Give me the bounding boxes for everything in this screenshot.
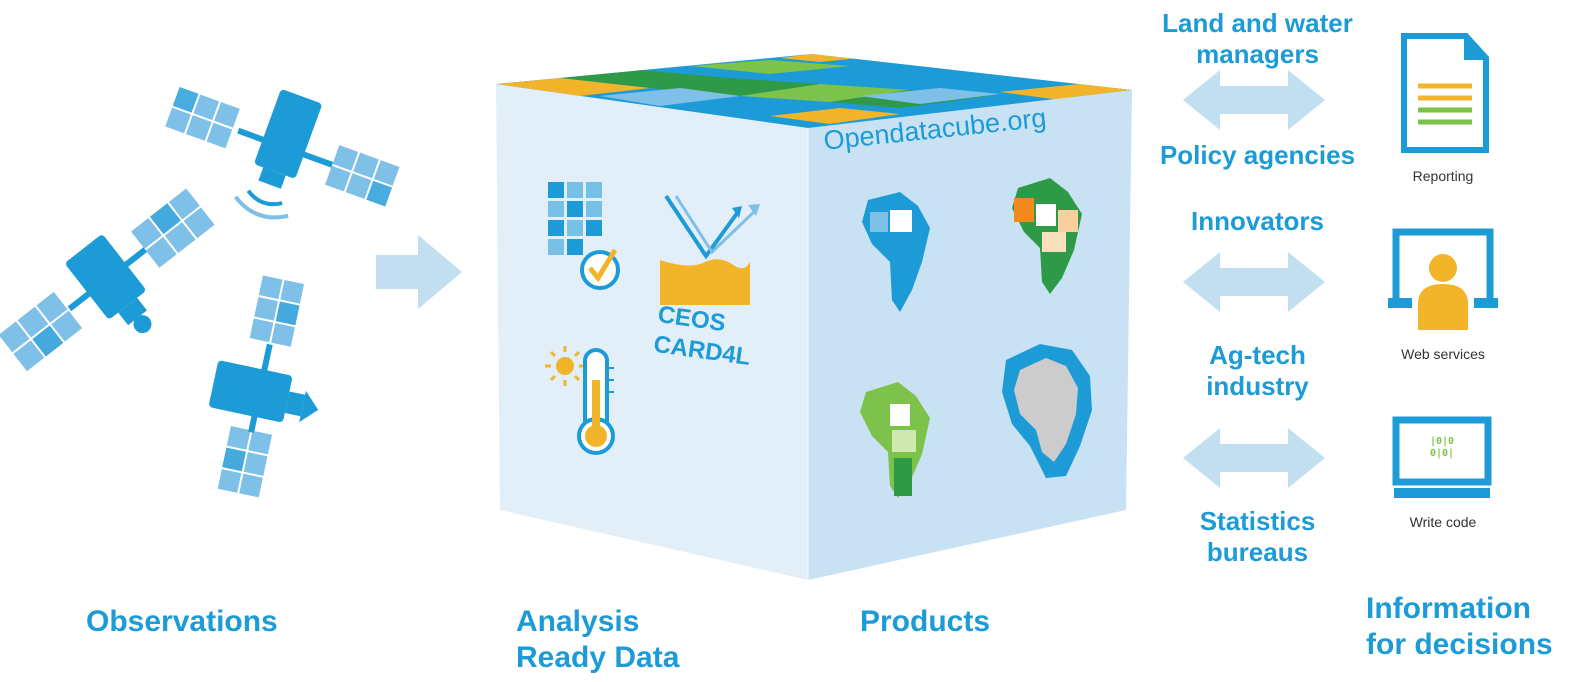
user-group-line-2: managers bbox=[1196, 39, 1319, 70]
user-group-agtech: Ag-tech industry bbox=[1145, 340, 1370, 402]
user-group-statistics: Statistics bureaus bbox=[1145, 506, 1370, 568]
africa-map-icon bbox=[860, 382, 930, 498]
user-group-line-2: industry bbox=[1206, 371, 1309, 402]
user-group-innovators: Innovators bbox=[1145, 206, 1370, 237]
bidirectional-arrow-icon bbox=[1183, 252, 1325, 312]
output-caption-web-services: Web services bbox=[1401, 346, 1485, 362]
cube-top-grid bbox=[496, 54, 1132, 124]
user-group-line-1: Statistics bbox=[1199, 506, 1316, 536]
laptop-code-icon bbox=[1392, 416, 1492, 498]
user-group-line-1: Ag-tech bbox=[1209, 340, 1306, 370]
stage-line-2: Ready Data bbox=[516, 641, 680, 674]
satellite-icon bbox=[209, 275, 319, 498]
user-group-policy: Policy agencies bbox=[1145, 140, 1370, 171]
satellite-icon bbox=[165, 86, 400, 220]
satellite-icon bbox=[0, 188, 215, 372]
stage-information-for-decisions: Information for decisions bbox=[1366, 591, 1553, 663]
output-caption-write-code: Write code bbox=[1409, 514, 1477, 530]
stage-analysis-ready-data: Analysis Ready Data bbox=[516, 604, 679, 676]
document-icon bbox=[1401, 33, 1489, 153]
user-group-line-1: Policy agencies bbox=[1159, 140, 1356, 170]
sun-thermometer-icon bbox=[545, 346, 615, 455]
code-glyph: |0|0 0|0| bbox=[1424, 436, 1460, 460]
user-group-line-1: Land and water bbox=[1162, 8, 1353, 38]
output-caption-reporting: Reporting bbox=[1412, 168, 1474, 184]
code-glyph-line-2: 0|0| bbox=[1429, 448, 1455, 459]
stage-products: Products bbox=[860, 605, 991, 638]
code-glyph-line-1: |0|0 bbox=[1429, 436, 1455, 447]
reflectance-landscape-icon bbox=[660, 194, 760, 305]
bidirectional-arrow-icon bbox=[1183, 428, 1325, 488]
flow-arrow-icon bbox=[376, 235, 462, 309]
africa-map-icon bbox=[1002, 344, 1092, 478]
user-group-land-water: Land and water managers bbox=[1145, 8, 1370, 70]
stage-line-1: Analysis bbox=[516, 605, 640, 638]
stage-line-2: for decisions bbox=[1366, 628, 1553, 661]
monitor-user-icon bbox=[1388, 228, 1498, 330]
bidirectional-arrow-icon bbox=[1183, 70, 1325, 130]
stage-observations: Observations bbox=[86, 605, 278, 638]
user-group-line-2: bureaus bbox=[1206, 537, 1309, 568]
africa-map-icon bbox=[862, 192, 930, 312]
grid-check-icon bbox=[548, 182, 620, 290]
stage-line-1: Information bbox=[1366, 592, 1531, 625]
africa-map-icon bbox=[1012, 178, 1082, 294]
user-group-line-1: Innovators bbox=[1191, 206, 1324, 236]
